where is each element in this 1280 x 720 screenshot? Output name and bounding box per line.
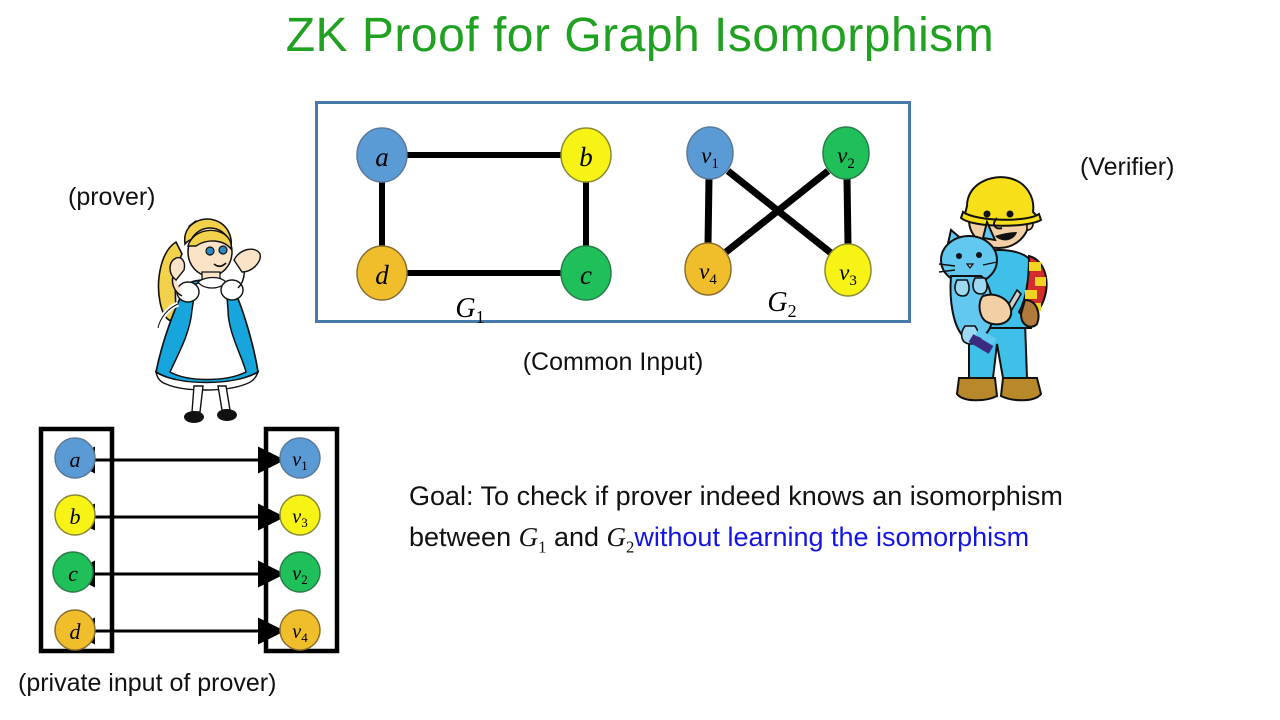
prover-left-frame — [38, 426, 115, 654]
goal-emphasis: without learning the isomorphism — [634, 522, 1030, 552]
node-v2 — [822, 126, 870, 180]
graph-g1-edges — [379, 152, 589, 276]
bob-boot-right — [999, 377, 1043, 402]
cat-whisker-1 — [938, 263, 956, 267]
prover-right-frame — [263, 426, 340, 654]
map-node-v3 — [279, 494, 321, 536]
node-a — [356, 127, 408, 183]
node-b-label: b — [579, 142, 593, 172]
verifier-caption: (Verifier) — [1080, 153, 1175, 181]
node-b — [560, 127, 612, 183]
node-v1 — [686, 126, 734, 180]
map-node-a-label: a — [70, 447, 81, 472]
cat-eye-right — [976, 252, 982, 258]
node-v4 — [684, 242, 732, 296]
mapping-right-nodes: v1 v3 v2 v4 — [279, 437, 321, 651]
alice-leg-left — [191, 385, 204, 413]
bob-hat-brim — [959, 210, 1043, 227]
edge-v2-v3 — [843, 177, 852, 247]
alice-apron-tie-outline — [157, 303, 179, 329]
bob-eye-left — [983, 210, 991, 218]
prover-figure-alice — [155, 218, 261, 423]
map-node-c — [52, 551, 94, 593]
goal-g2: G2 — [606, 522, 635, 557]
map-node-b-label: b — [70, 504, 81, 529]
cat-whisker-2 — [938, 269, 956, 273]
map-node-c-label: c — [68, 561, 78, 586]
cat-paw-left — [954, 279, 970, 297]
alice-shoe-left — [184, 411, 204, 423]
alice-hem — [155, 370, 260, 391]
goal-line2-prefix: between — [409, 522, 519, 552]
alice-shoe-right — [217, 409, 237, 421]
node-d — [356, 245, 408, 301]
alice-hand-left — [169, 256, 186, 281]
map-node-d — [54, 609, 96, 651]
common-input-box — [315, 101, 911, 323]
bob-hand — [978, 293, 1013, 326]
map-node-v1 — [279, 437, 321, 479]
goal-line-2: between G1 and G2without learning the is… — [409, 517, 1149, 567]
private-input-caption: (private input of prover) — [18, 669, 277, 697]
common-input-graphs: a b d c G1 v1 v2 v4 v3 G2 — [356, 126, 872, 327]
verifier-figure-bob — [938, 176, 1048, 402]
alice-eye-right — [218, 245, 228, 255]
goal-g1: G1 — [518, 522, 547, 557]
node-d-label: d — [375, 260, 389, 290]
cat-whisker-3 — [982, 261, 998, 266]
edge-v2-v4 — [723, 168, 831, 255]
map-node-v4 — [279, 609, 321, 651]
edge-v1-v4 — [704, 177, 713, 246]
cat-ear-right — [981, 218, 997, 242]
bob-nose — [993, 217, 1003, 230]
prover-caption: (prover) — [68, 183, 156, 211]
goal-line2-mid: and — [546, 522, 607, 552]
mapping-left-nodes: a b c d — [52, 437, 96, 651]
cat-nose — [965, 263, 975, 269]
mapping-arrows — [68, 446, 285, 645]
bob-eye-right — [1006, 210, 1014, 218]
map-node-v2 — [279, 551, 321, 593]
graph-g1-nodes: a b d c — [356, 127, 612, 301]
alice-mouth — [213, 262, 227, 268]
cat-eye-left — [956, 253, 962, 259]
map-node-a — [54, 437, 96, 479]
node-c — [560, 245, 612, 301]
alice-sleeve-right — [220, 279, 244, 301]
common-input-caption: (Common Input) — [522, 348, 704, 376]
node-a-label: a — [375, 142, 389, 172]
node-c-label: c — [580, 260, 592, 290]
graph-g2-edges — [704, 168, 852, 256]
cat-tail-stripes — [968, 328, 997, 354]
bob-boot-left — [955, 377, 999, 402]
map-node-b — [54, 494, 96, 536]
bob-tool-pouch — [1019, 298, 1040, 328]
node-v3 — [824, 243, 872, 297]
bob-mouth — [995, 232, 1017, 241]
page-title: ZK Proof for Graph Isomorphism — [285, 9, 995, 62]
goal-line-1: Goal: To check if prover indeed knows an… — [409, 481, 1063, 511]
map-node-d-label: d — [70, 619, 82, 644]
alice-hand-right — [233, 248, 261, 273]
goal-text: Goal: To check if prover indeed knows an… — [409, 476, 1149, 567]
graph-g2-nodes: v1 v2 v4 v3 — [684, 126, 872, 297]
alice-eye-left — [205, 246, 215, 256]
alice-fringe — [187, 229, 232, 251]
cat-paw-right — [972, 277, 988, 295]
